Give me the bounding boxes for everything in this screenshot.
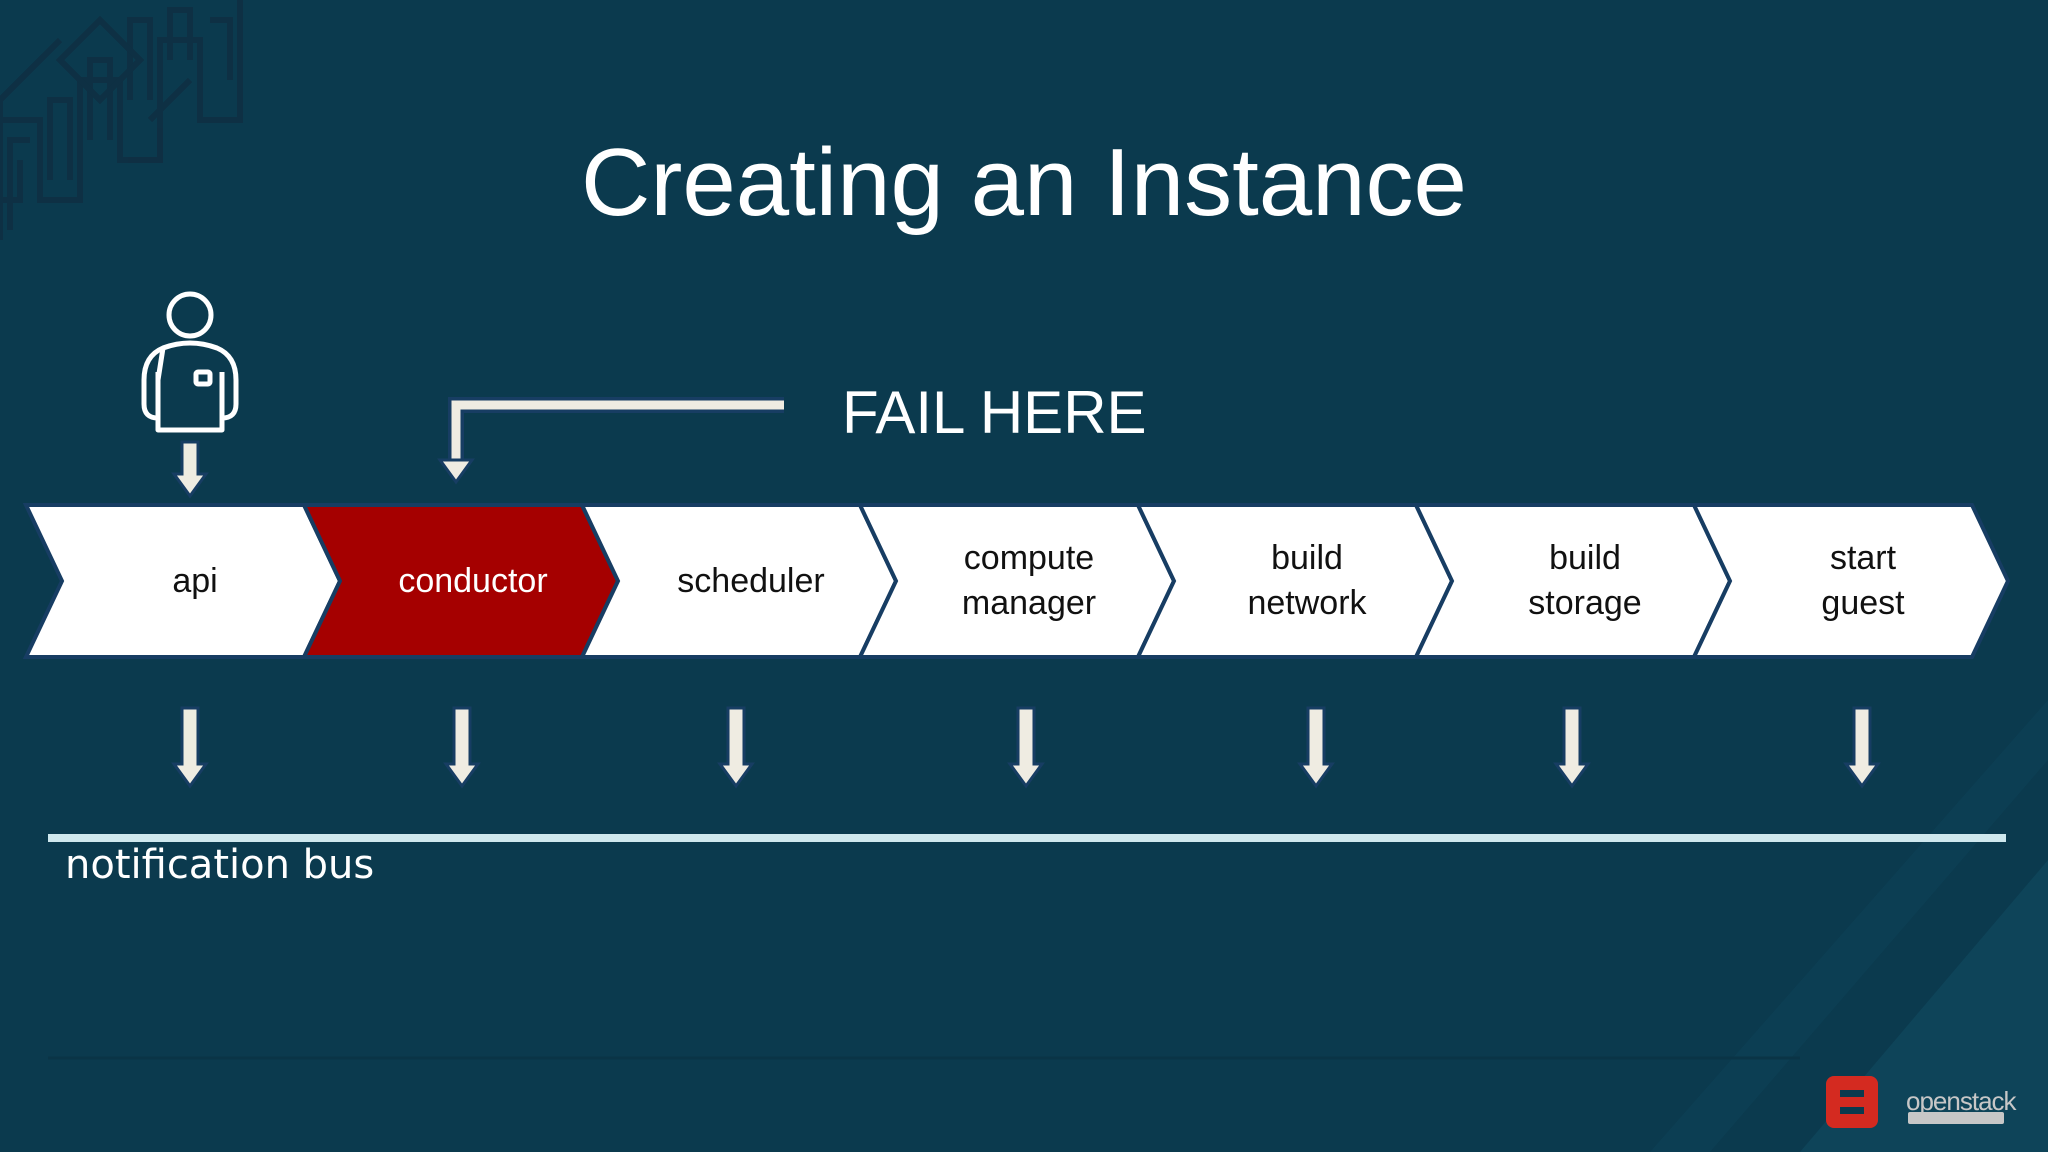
fail-callout-text: FAIL HERE (842, 379, 1147, 446)
down-arrow-icon (717, 706, 755, 789)
down-arrow-icon (443, 706, 481, 789)
down-arrow-icon (1297, 706, 1335, 789)
down-arrow-icon (171, 706, 209, 789)
down-arrow-icon (1843, 706, 1881, 789)
title-text: Creating an Instance (581, 129, 1467, 236)
pipeline-step-1-failed (300, 503, 621, 659)
slide-title: Creating an Instance (0, 128, 2048, 238)
pipeline-step-3 (856, 503, 1177, 659)
pipeline-step-2 (578, 503, 899, 659)
pipeline-step-6 (1690, 503, 2011, 659)
pipeline-step-5 (1412, 503, 1733, 659)
callout-arrow-icon (451, 400, 784, 462)
decorative-pattern (0, 0, 243, 240)
user-icon (141, 291, 239, 433)
pipeline-step-0 (22, 503, 343, 659)
callout-arrowhead-icon (437, 458, 475, 485)
notification-bus-label: notification bus (65, 842, 375, 888)
down-arrow-icon (1007, 706, 1045, 789)
openstack-logo-text: openstack (1906, 1086, 2017, 1116)
openstack-logo-icon (1826, 1076, 2004, 1128)
down-arrow-icon (171, 440, 209, 499)
pipeline-step-4 (1134, 503, 1455, 659)
callout-arrow-outline (448, 397, 784, 462)
down-arrow-icon (1553, 706, 1591, 789)
